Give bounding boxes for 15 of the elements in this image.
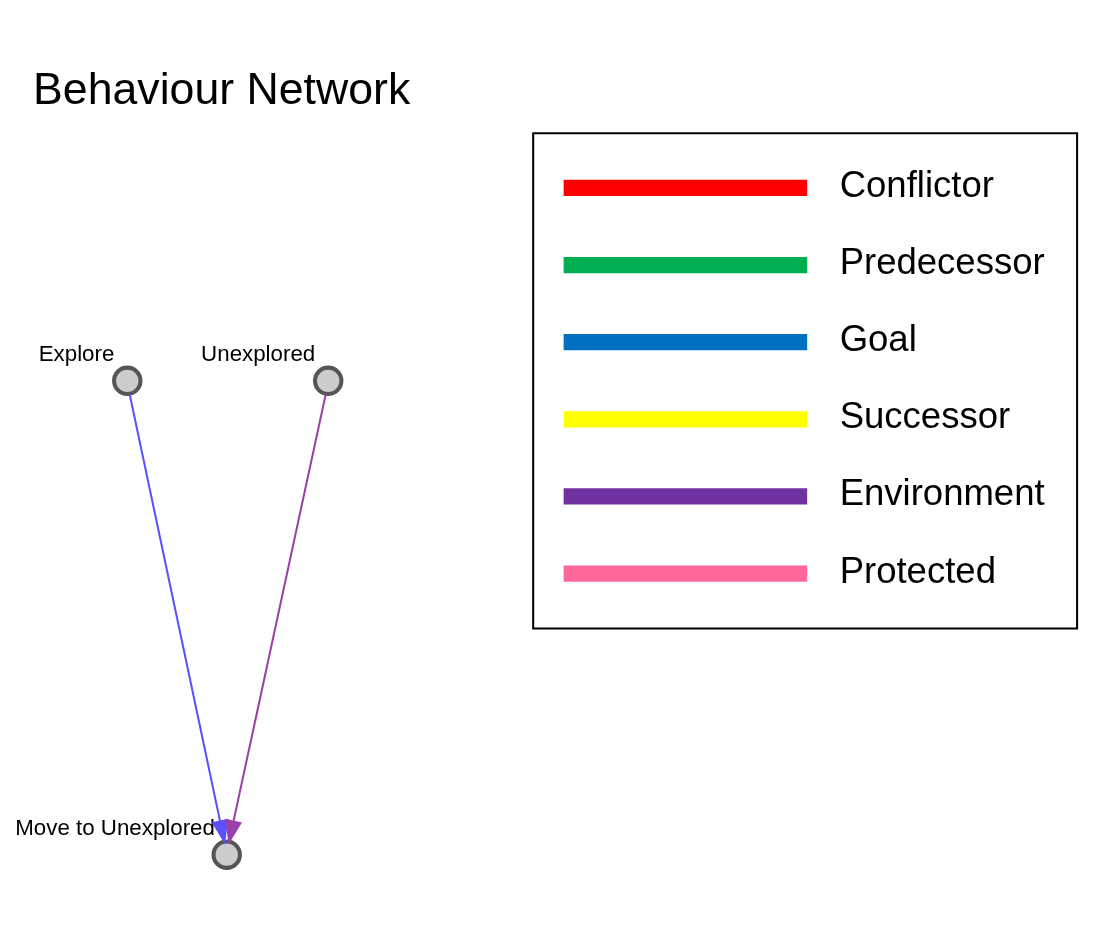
node-label: Explore xyxy=(38,341,115,367)
legend-label: Environment xyxy=(839,472,1045,514)
node-label: Move to Unexplored xyxy=(15,815,215,840)
node-circle xyxy=(211,839,242,870)
node-circle xyxy=(312,365,344,396)
legend-label: Protected xyxy=(839,549,996,591)
arrow xyxy=(225,394,327,845)
legend-label: Successor xyxy=(839,395,1011,437)
diagram-title: Behaviour Network xyxy=(33,63,411,113)
legend-label: Goal xyxy=(839,318,917,360)
legend-label: Conflictor xyxy=(839,163,994,205)
node-label: Unexplored xyxy=(201,341,316,367)
legend-label: Predecessor xyxy=(839,241,1045,283)
arrow xyxy=(128,394,229,845)
node-circle xyxy=(112,365,143,396)
